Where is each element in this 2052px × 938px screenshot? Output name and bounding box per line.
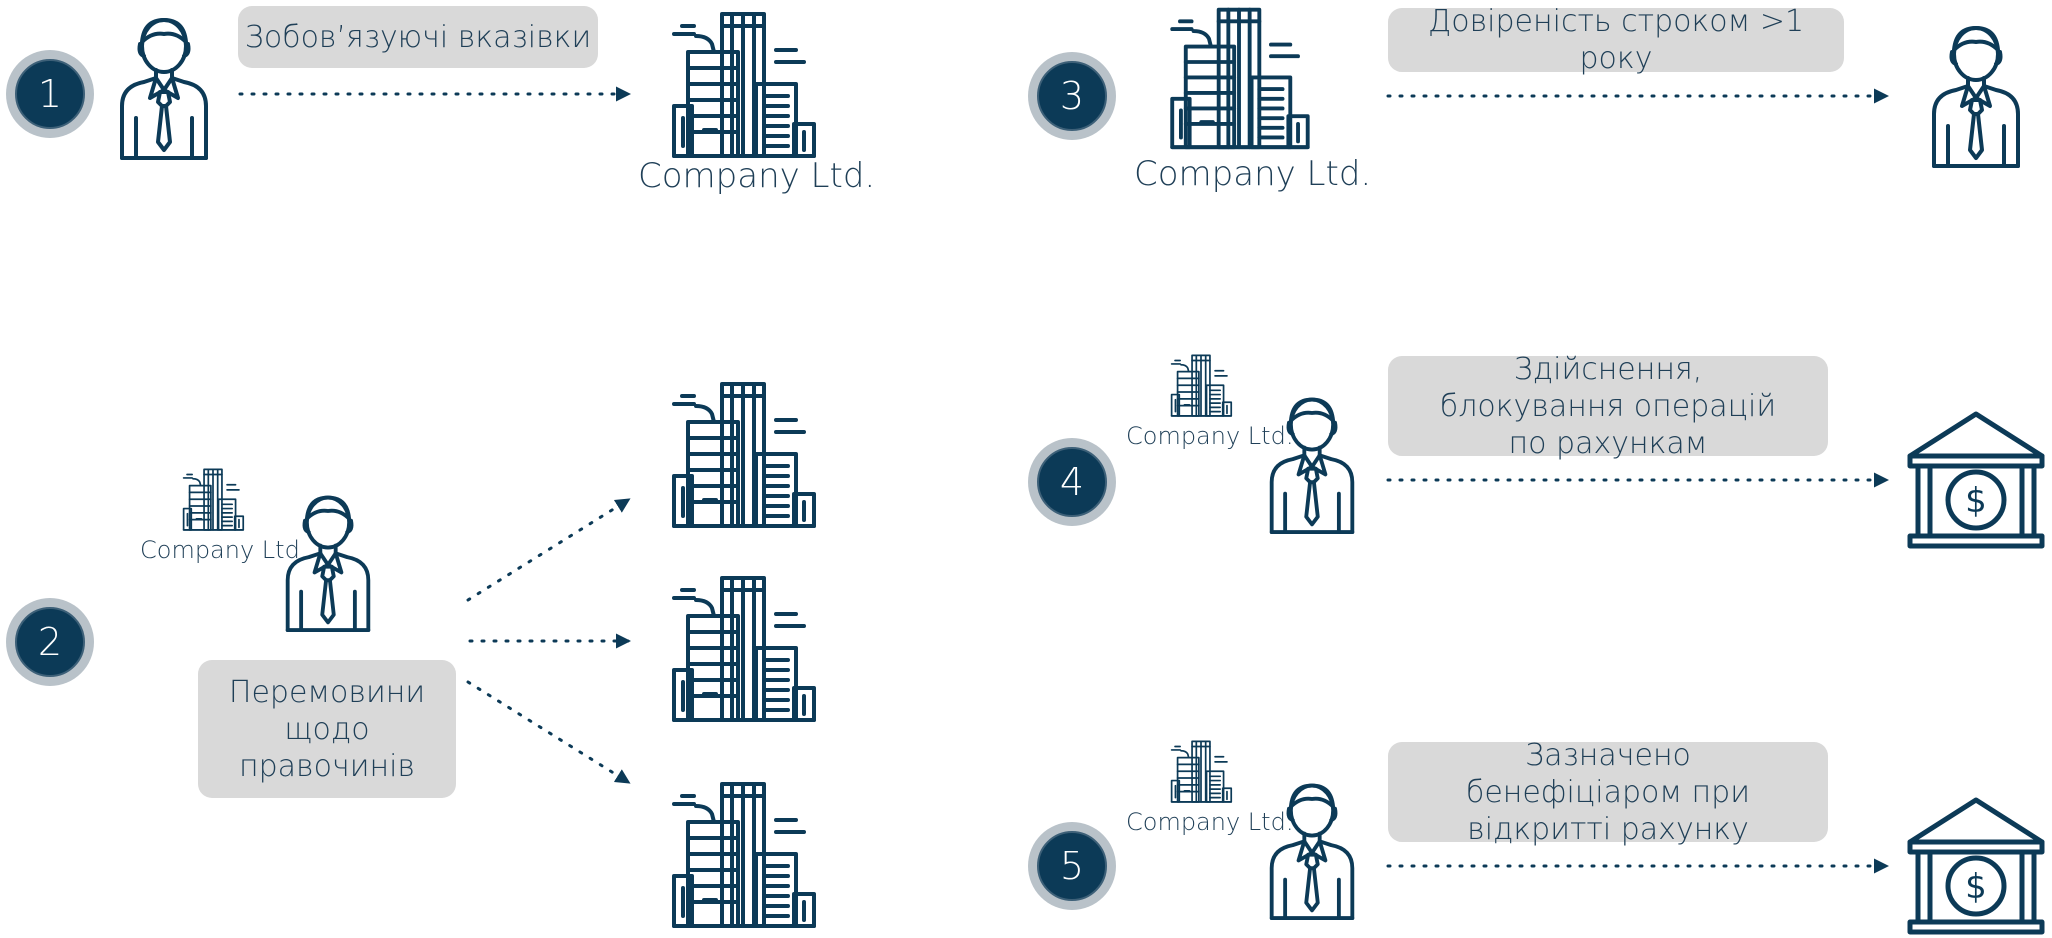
step-5-number: 5 (1037, 831, 1107, 901)
building-icon (182, 468, 245, 531)
company-name: Company Ltd. (1134, 154, 1372, 194)
step-3-badge: 3 (1028, 52, 1116, 140)
building-icon (672, 12, 816, 158)
building-icon (1170, 7, 1310, 150)
step-4-number: 4 (1037, 447, 1107, 517)
step-1-label: Зобов’язуючі вказівки (238, 6, 598, 68)
building-icon (672, 382, 816, 528)
building-icon (672, 782, 816, 928)
building-icon (1170, 740, 1233, 803)
building-icon (1170, 354, 1233, 417)
step-4-badge: 4 (1028, 438, 1116, 526)
person-icon (1932, 26, 2020, 168)
person-icon (120, 18, 208, 160)
person-icon (285, 495, 371, 633)
arrow-step-2-upper (466, 498, 631, 602)
building-icon (672, 576, 816, 722)
bank-icon (1904, 796, 2048, 938)
company-name: Company Ltd. (638, 156, 876, 196)
company-name: Company Ltd. (140, 536, 308, 564)
company-name: Company Ltd. (1126, 808, 1294, 836)
step-1-badge: 1 (6, 50, 94, 138)
arrow-step-2-lower (466, 680, 631, 784)
company-name: Company Ltd. (1126, 422, 1294, 450)
step-2-badge: 2 (6, 598, 94, 686)
step-4-label: Здійснення, блокування операцій по рахун… (1388, 352, 1828, 461)
step-2-number: 2 (15, 607, 85, 677)
step-3-label: Довіреність строком >1 року (1388, 4, 1844, 76)
bank-icon (1904, 410, 2048, 552)
person-icon (1269, 397, 1355, 535)
person-icon (1269, 783, 1355, 921)
step-3-number: 3 (1037, 61, 1107, 131)
step-2-label: Перемовини щодо правочинів (198, 660, 456, 798)
step-5-label: Зазначено бенефіціаром при відкритті рах… (1388, 738, 1828, 847)
step-1-number: 1 (15, 59, 85, 129)
step-5-badge: 5 (1028, 822, 1116, 910)
